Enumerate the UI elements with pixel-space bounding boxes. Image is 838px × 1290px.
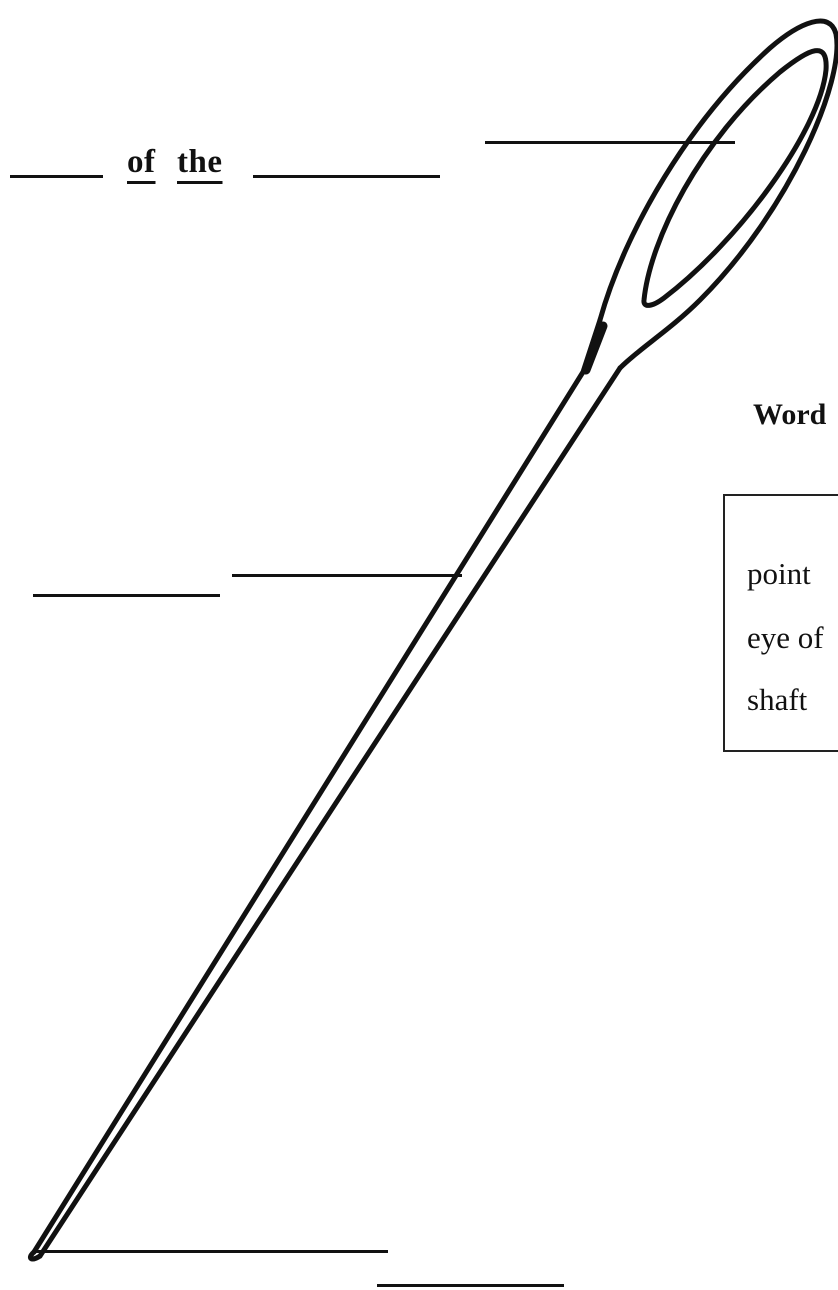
- word-bank-item-eye-of: eye of: [747, 622, 824, 653]
- leader-line-shaft: [232, 574, 462, 577]
- word-bank-item-point: point: [747, 558, 811, 589]
- needle-eye: [644, 51, 826, 306]
- word-bank-item-shaft: shaft: [747, 684, 807, 715]
- leader-line-point: [33, 1250, 388, 1253]
- label-word-the: the: [177, 146, 223, 179]
- label-word-of: of: [127, 146, 156, 179]
- label-blank-eye-right[interactable]: [253, 175, 440, 178]
- label-blank-point[interactable]: [377, 1284, 564, 1287]
- word-bank-box: point eye of shaft: [723, 494, 838, 752]
- label-blank-shaft[interactable]: [33, 594, 220, 597]
- needle-shaft-left: [34, 320, 600, 1252]
- leader-line-eye: [485, 141, 735, 144]
- needle-head-outline: [600, 21, 837, 368]
- needle-point: [30, 1252, 40, 1259]
- word-bank-title: Word: [753, 400, 826, 430]
- label-blank-eye-left[interactable]: [10, 175, 103, 178]
- needle-shaft-right: [40, 368, 620, 1256]
